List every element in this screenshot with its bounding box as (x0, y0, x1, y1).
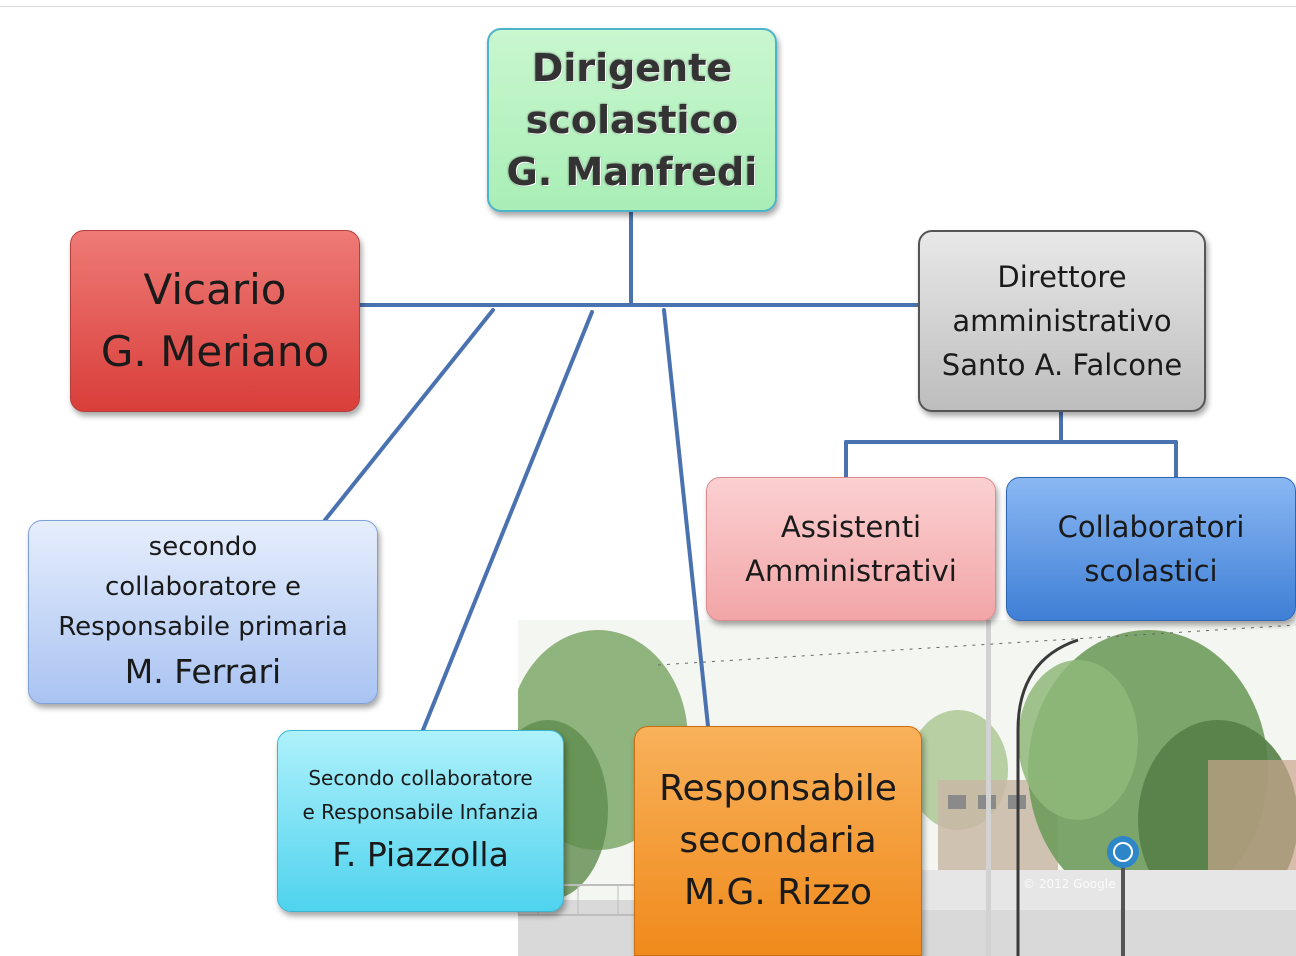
direttore-line1: Direttore (997, 260, 1127, 294)
node-direttore-amministrativo: Direttore amministrativo Santo A. Falcon… (918, 230, 1206, 412)
infanzia-name: F. Piazzolla (332, 835, 509, 874)
dirigente-name: G. Manfredi (506, 150, 758, 194)
node-responsabile-infanzia: Secondo collaboratore e Responsabile Inf… (277, 730, 564, 912)
dirigente-line1: Dirigente (531, 46, 733, 90)
assistenti-line1: Assistenti (780, 510, 922, 544)
infanzia-line2: e Responsabile Infanzia (302, 800, 539, 824)
collaboratori-line1: Collaboratori (1057, 510, 1245, 544)
connector-primaria (323, 308, 495, 522)
dirigente-line2: scolastico (525, 98, 739, 142)
node-collaboratori-scolastici: Collaboratori scolastici (1006, 477, 1296, 621)
node-responsabile-primaria: secondo collaboratore e Responsabile pri… (28, 520, 378, 704)
connector-secondaria (662, 308, 710, 728)
connector-infanzia (421, 310, 594, 732)
secondaria-line2: secondaria (679, 820, 877, 861)
infanzia-line1: Secondo collaboratore (308, 766, 533, 790)
direttore-name: Santo A. Falcone (941, 348, 1183, 382)
top-divider (0, 6, 1296, 7)
node-vicario: Vicario G. Meriano (70, 230, 360, 412)
secondaria-name: M.G. Rizzo (683, 872, 873, 913)
secondaria-line1: Responsabile (659, 768, 897, 809)
primaria-name: M. Ferrari (124, 652, 282, 691)
primaria-line3: Responsabile primaria (58, 612, 348, 642)
primaria-line2: collaboratore e (104, 572, 302, 602)
vicario-name: G. Meriano (100, 327, 330, 376)
node-dirigente-scolastico: Dirigente scolastico G. Manfredi (487, 28, 777, 212)
collaboratori-line2: scolastici (1084, 554, 1218, 588)
assistenti-line2: Amministrativi (745, 554, 957, 588)
direttore-line2: amministrativo (952, 304, 1172, 338)
node-responsabile-secondaria: Responsabile secondaria M.G. Rizzo (634, 726, 922, 956)
vicario-role: Vicario (143, 265, 287, 314)
photo-watermark: © 2012 Google (1023, 877, 1115, 891)
primaria-line1: secondo (148, 532, 258, 562)
node-assistenti-amministrativi: Assistenti Amministrativi (706, 477, 996, 621)
